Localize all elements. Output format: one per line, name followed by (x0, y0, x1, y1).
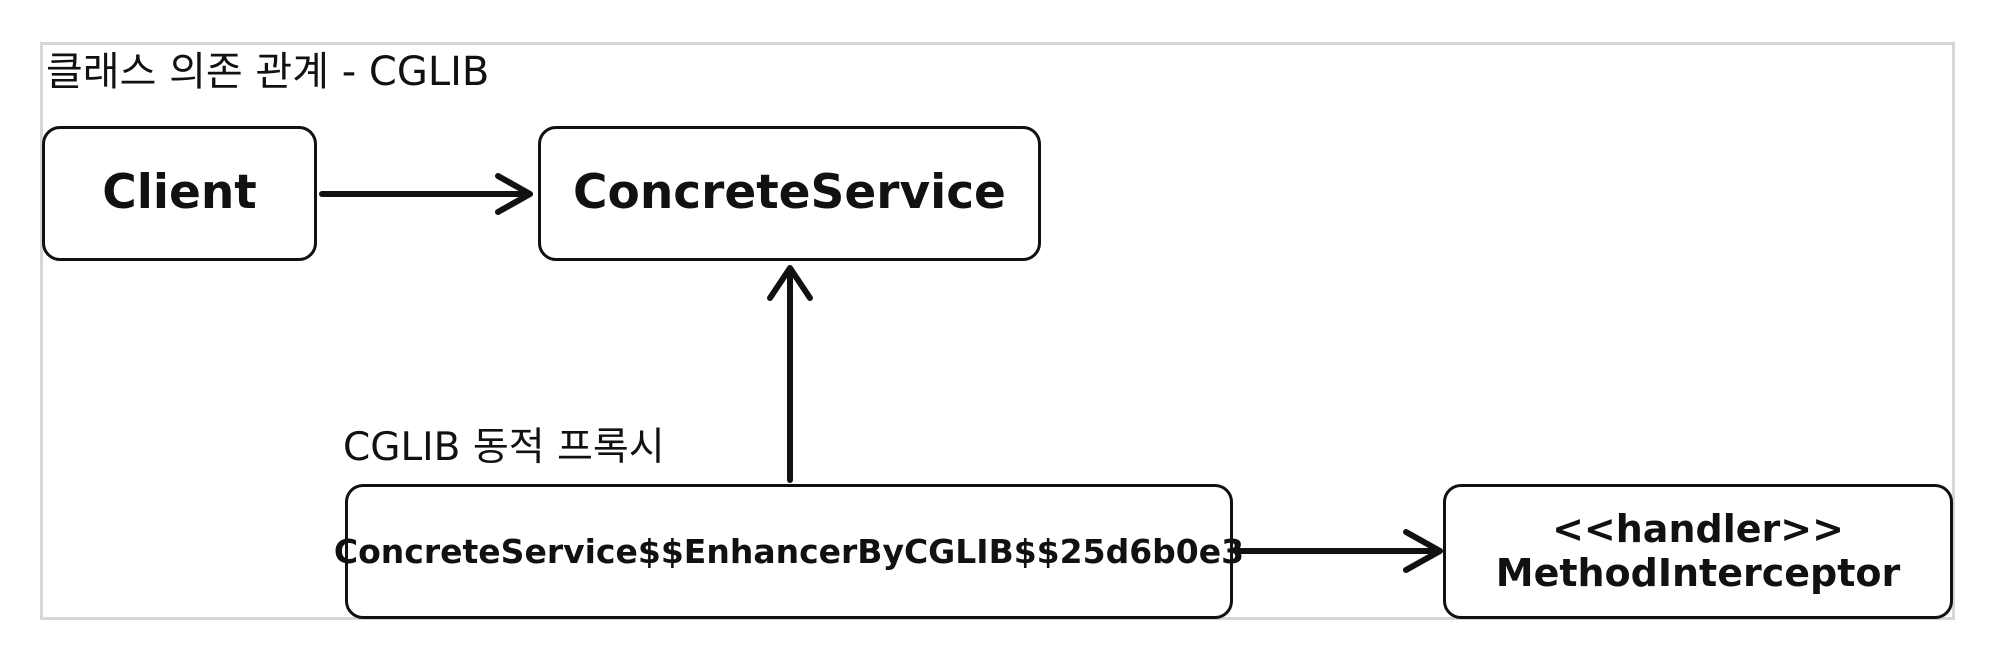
concrete-service-label: ConcreteService (573, 165, 1006, 221)
handler-stereotype: <<handler>> (1552, 506, 1844, 551)
proxy-group-label: CGLIB 동적 프록시 (343, 425, 665, 470)
arrowhead-proxy-to-handler (1403, 529, 1443, 573)
method-interceptor-label: MethodInterceptor (1495, 550, 1901, 595)
client-box: Client (42, 126, 317, 261)
cglib-proxy-label: ConcreteService$$EnhancerByCGLIB$$25d6b0… (333, 531, 1245, 571)
diagram-title: 클래스 의존 관계 - CGLIB (46, 49, 490, 95)
concrete-service-box: ConcreteService (538, 126, 1041, 261)
arrowhead-client-to-concrete (495, 173, 533, 215)
arrowhead-proxy-to-concrete (767, 265, 813, 301)
client-label: Client (102, 165, 257, 221)
cglib-proxy-box: ConcreteService$$EnhancerByCGLIB$$25d6b0… (334, 484, 1244, 619)
method-interceptor-box: <<handler>> MethodInterceptor (1443, 484, 1953, 619)
